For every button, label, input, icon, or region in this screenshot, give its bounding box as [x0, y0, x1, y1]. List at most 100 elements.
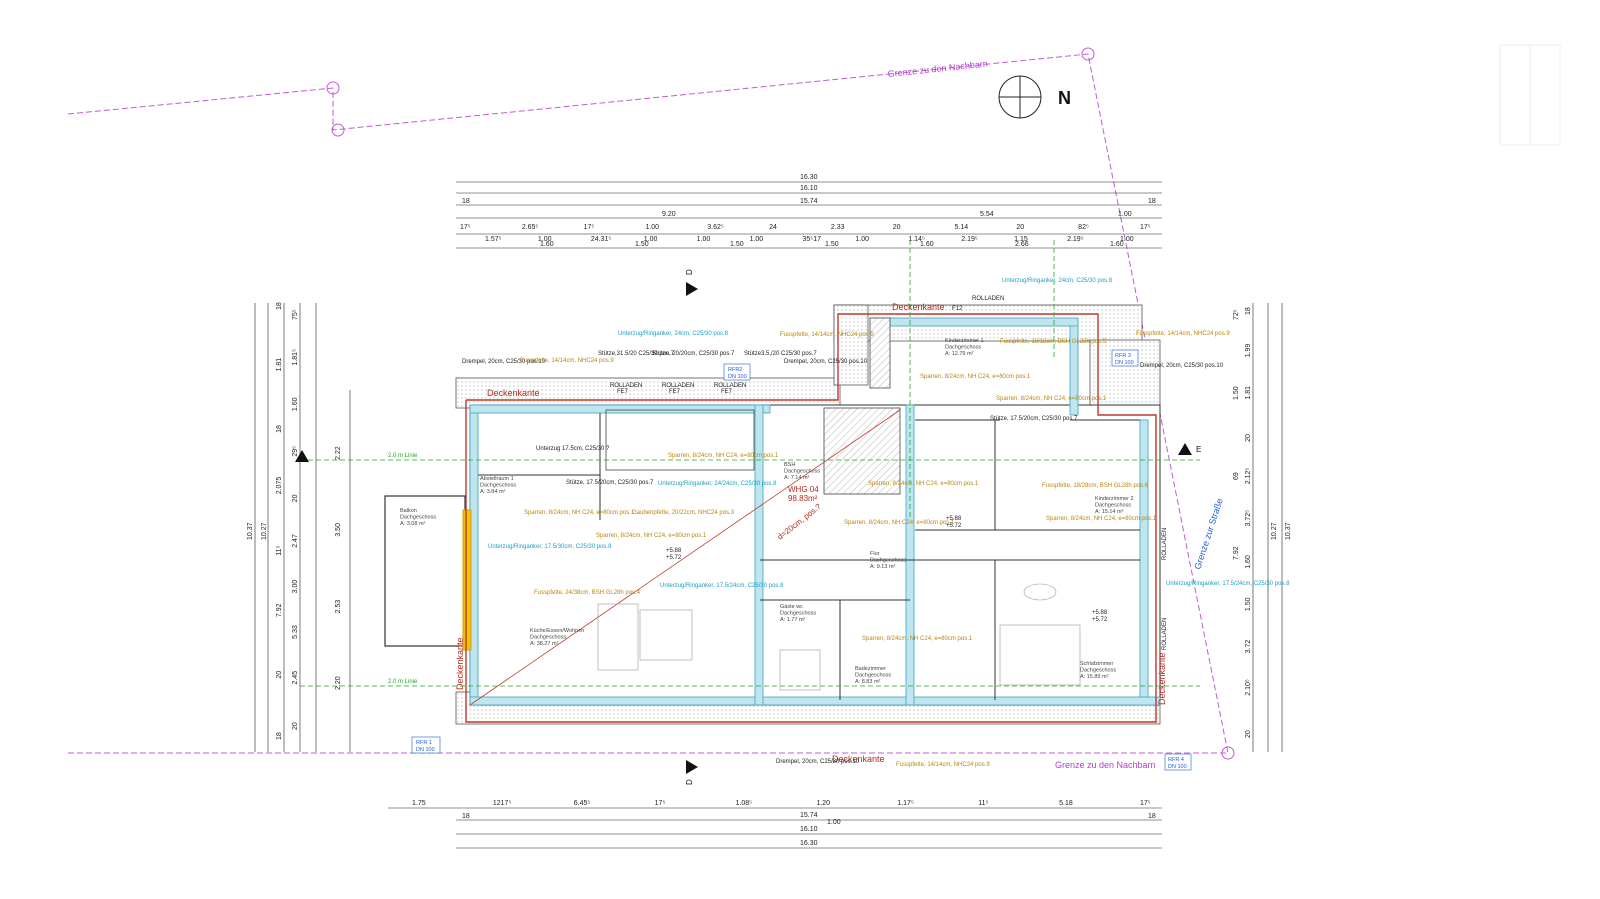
rfr4-tag — [1164, 753, 1192, 771]
room-9-line-0: BSH — [784, 462, 795, 468]
f12-label: F12 — [952, 306, 963, 312]
section-d-label-top: D — [685, 269, 694, 275]
dim-left-seg-5: 7.92 — [276, 603, 283, 617]
section-d-label-bottom: D — [685, 779, 694, 785]
dim-top-row6-4: 1.00 — [697, 236, 711, 243]
level-a3: +5.88 — [1092, 610, 1108, 616]
dim-top-row7-1: 1.50 — [635, 241, 649, 248]
dim-left-inner-8: 2.45 — [292, 671, 299, 685]
room-4-line-1: Dachgeschoss — [530, 635, 566, 641]
dim-top-row5-6: 2.33 — [831, 224, 845, 231]
dim-left-seg-4: 11⁵ — [276, 545, 283, 555]
dim-top-row7-6: 1.60 — [1110, 241, 1124, 248]
rolladen-3: ROLLADEN — [714, 383, 746, 389]
room-8-line-0: Schlafzimmer — [1080, 661, 1113, 667]
dim-left-inner-4: 20 — [292, 494, 299, 502]
dim-left-1027: 10.27 — [261, 522, 268, 540]
balcony — [384, 495, 466, 647]
dim-right-inner-1: 1.50 — [1233, 386, 1240, 400]
dim-bottom-row1-7: 11⁵ — [978, 800, 988, 807]
dim-top-row5-4: 3.62⁵ — [707, 224, 724, 231]
note-sparren-8: Sparren, 8/24cm, NH C24, e=80cm pos.1 — [1046, 516, 1157, 522]
section-marker-d-bottom — [686, 760, 698, 774]
top-dimensions — [456, 181, 1162, 249]
note-stuetze-175: Stütze, 17.5/20cm, C25/30 pos.7 — [566, 480, 654, 486]
boundary-label-top: Grenze zu den Nachbarn — [887, 59, 988, 79]
note-sparren-3: Sparren, 8/24cm, NH C24, e=80cm pos.1 — [668, 453, 779, 459]
deckenkante-label-bottom: Deckenkante — [832, 754, 885, 764]
dim-top-100: 1.00 — [1118, 211, 1132, 218]
dim-top-row7-5: 2.66 — [1015, 241, 1029, 248]
rolladen-top: ROLLADEN — [972, 296, 1004, 302]
note-drempel-bottom: Drempel, 20cm, C25/30 pos.10 — [776, 759, 860, 765]
chimney — [869, 317, 891, 389]
boundary-label-bottom: Grenze zu den Nachbarn — [1055, 760, 1156, 770]
dim-top-row5-2: 17⁵ — [584, 224, 595, 231]
dormer-frame — [605, 409, 755, 471]
fe7-2: FE7 — [669, 389, 681, 395]
deckenkante-label-top: Deckenkante — [487, 388, 540, 398]
dim-top-row6-10: 1.15 — [1014, 236, 1028, 243]
dim-left-inner2-1: 3.50 — [335, 523, 342, 537]
dim-top-row5-11: 17⁵ — [1140, 224, 1151, 231]
dim-top-row5-3: 1.00 — [645, 224, 659, 231]
dim-bottom-row1-5: 1.20 — [816, 800, 830, 807]
left-dimensions — [254, 303, 351, 752]
level-b2: +5.72 — [946, 523, 962, 529]
rfr4-label: RFR 4 — [1168, 757, 1184, 763]
right-dimensions — [1252, 303, 1283, 752]
rfr1-label: RFR 1 — [416, 740, 432, 746]
dim-right-seg-9: 2.10⁵ — [1245, 679, 1252, 696]
dim-bottom-1574: 15.74 — [800, 812, 818, 819]
deckenkante-line — [465, 313, 1157, 723]
dim-right-seg-3: 20 — [1245, 434, 1252, 442]
dim-right-1037: 10.37 — [1285, 522, 1292, 540]
stairwell — [823, 407, 901, 495]
exterior-walls — [469, 317, 1161, 706]
dim-right-inner-2: 69 — [1233, 472, 1240, 480]
dim-left-inner-0: 75⁵ — [292, 309, 299, 320]
dim-bottom-row1-2: 6.45⁵ — [574, 800, 591, 807]
line-2m-label-b: 2.0 m Linie — [388, 679, 418, 685]
note-unterzug-175: Unterzug 17.5cm, C25/30 ? — [536, 446, 610, 452]
level-b: +5.72 — [666, 555, 682, 561]
dim-left-seg-7: 18 — [276, 732, 283, 740]
dim-top-920: 9.20 — [662, 211, 676, 218]
dim-right-seg-5: 3.72⁵ — [1245, 510, 1252, 527]
dim-top-row5-7: 20 — [893, 224, 901, 231]
dim-top-row5-0: 17⁵ — [460, 224, 471, 231]
room-0-line-0: Kinderzimmer 1 — [945, 338, 984, 344]
room-3-line-1: Dachgeschoss — [400, 515, 436, 521]
section-marker-e-left — [295, 450, 309, 462]
dim-left-inner-9: 20 — [292, 722, 299, 730]
dim-top-row6-2: 24.31⁵ — [591, 236, 612, 243]
level-b3: +5.72 — [1092, 617, 1108, 623]
dim-bottom-18b: 18 — [1148, 813, 1156, 820]
note-unterzug-top: Unterzug/Ringanker, 24cm, C25/30 pos.8 — [618, 331, 729, 337]
dim-right-seg-2: 1.81 — [1245, 386, 1252, 400]
room-4-line-2: A: 38.27 m² — [530, 641, 559, 647]
north-label: N — [1058, 88, 1071, 108]
note-sparren-4: Sparren, 8/24cm, NH C24, e=80cm pos.1 — [524, 510, 635, 516]
note-sparren-7: Sparren, 8/24cm, NH C24, e=80cm pos.1 — [868, 481, 979, 487]
dim-top-row7-2: 1.50 — [730, 241, 744, 248]
dim-bottom-1610: 16.10 — [800, 826, 818, 833]
dim-right-seg-7: 1.50 — [1245, 597, 1252, 611]
room-1-line-1: Dachgeschoss — [1095, 503, 1131, 509]
note-drempel-right: Drempel, 20cm, C25/30 pos.10 — [1140, 363, 1224, 369]
rolladen-right-1: ROLLADEN — [1162, 528, 1168, 560]
rfr2-tag — [723, 363, 751, 381]
note-sparren-9: Sparren, 8/24cm, NH C24, e=80cm pos.1 — [862, 636, 973, 642]
dim-bottom-row1-3: 17⁵ — [655, 800, 666, 807]
room-3-line-0: Balkon — [400, 508, 417, 514]
fe7-1: FE7 — [617, 389, 629, 395]
note-gaubenpfette: Gaubenpfette, 20/22cm, NHC24 pos.3 — [632, 510, 735, 516]
note-unterzug-left: Unterzug/Ringanker, 17.5/30cm, C25/30 po… — [488, 544, 612, 550]
dim-top-row7-0: 1.60 — [540, 241, 554, 248]
note-fusspfette-k1: Fusspfette, 18/18cm, BSH GL28h pos.5 — [1000, 339, 1107, 345]
note-unterzug-far-right: Unterzug/Ringanker, 17.5/24cm, C25/30 po… — [1166, 581, 1290, 587]
rfr1-tag — [411, 736, 441, 754]
rolladen-right-2: ROLLADEN — [1162, 618, 1168, 650]
dim-left-seg-0: 18 — [276, 302, 283, 310]
dim-left-1037: 10.37 — [247, 522, 254, 540]
